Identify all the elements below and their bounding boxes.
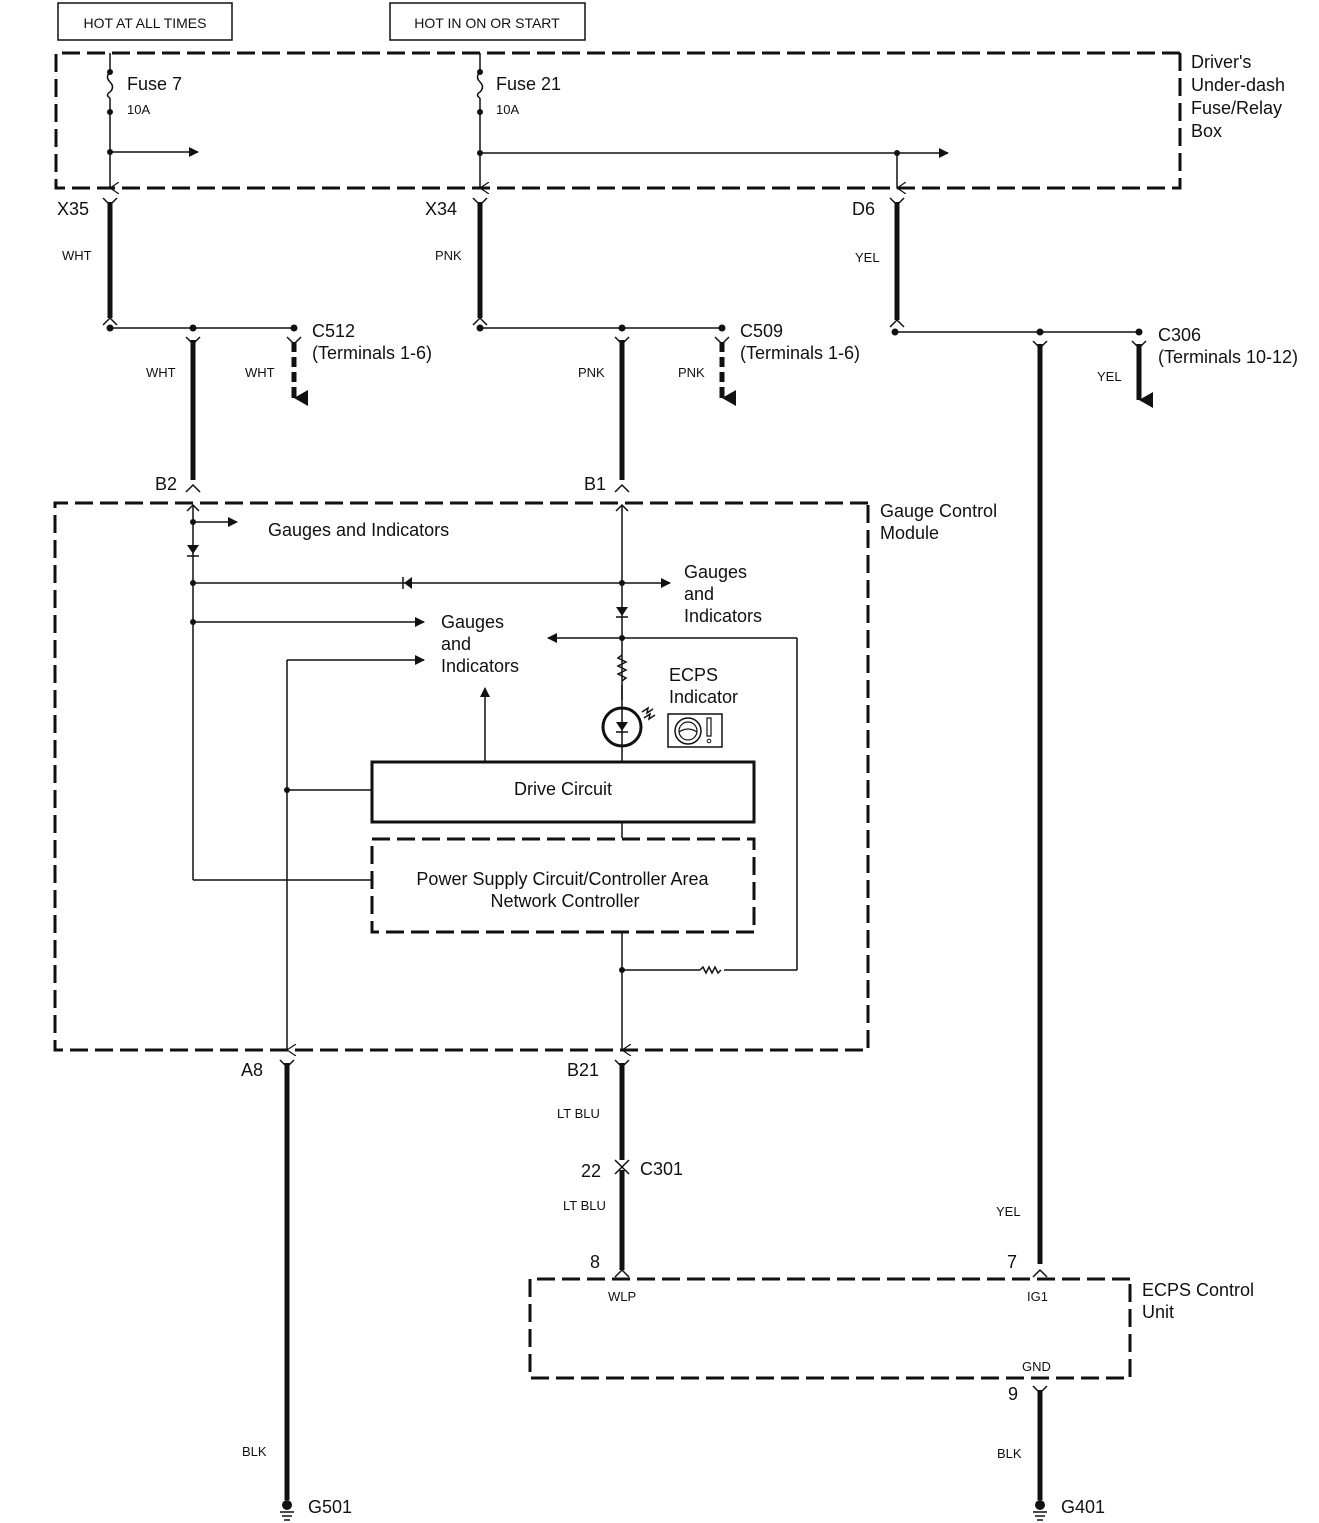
wire-color-a8: BLK	[242, 1444, 267, 1459]
ground-g401-label: G401	[1061, 1497, 1105, 1517]
pin-a8: A8	[241, 1060, 263, 1080]
fuse-21-symbol-icon	[476, 71, 484, 99]
junction-c512: C512 (Terminals 1-6) WHT WHT	[106, 321, 432, 480]
b2-internal-circuit: Gauges and Indicators	[186, 503, 622, 881]
wire-color-c509-main: PNK	[578, 365, 605, 380]
pin-ig1-connector	[1032, 1268, 1048, 1278]
fuse-21-name: Fuse 21	[496, 74, 561, 94]
junction-c509: C509 (Terminals 1-6) PNK PNK	[476, 321, 860, 480]
pin-b2: B2	[155, 474, 177, 494]
fuse-7-rating: 10A	[127, 102, 150, 117]
ecps-pin-wlp: WLP	[608, 1289, 636, 1304]
ecps-pin-gnd: GND	[1022, 1359, 1051, 1374]
ecps-unit-label: ECPS Control Unit	[1142, 1280, 1259, 1322]
pin-b1-connector	[614, 483, 630, 493]
ecps-indicator-label: ECPS Indicator	[669, 665, 738, 707]
hot-in-on-or-start-label: HOT IN ON OR START	[414, 15, 560, 31]
wire-a8-ground: A8 BLK G501	[241, 1059, 352, 1521]
a8-internal-circuit	[284, 655, 425, 1050]
ground-g501-icon	[282, 1500, 292, 1510]
ecps-pin-wlp-number: 8	[590, 1252, 600, 1272]
hot-at-all-times-box: HOT AT ALL TIMES	[57, 2, 233, 41]
power-supply-controller-box: Power Supply Circuit/Controller Area Net…	[370, 837, 756, 934]
terminal-x35: X35	[57, 199, 89, 219]
terminal-x34: X34	[425, 199, 457, 219]
power-supply-label: Power Supply Circuit/Controller Area Net…	[416, 869, 713, 911]
wire-color-ig1: YEL	[996, 1204, 1021, 1219]
wire-gnd-ground: 9 BLK G401	[997, 1384, 1105, 1521]
wire-x34: X34 PNK	[425, 197, 488, 326]
ground-g401-icon	[1035, 1500, 1045, 1510]
wire-b21-c301: B21 LT BLU 22 C301 LT BLU	[557, 1059, 683, 1278]
wire-color-c512-branch: WHT	[245, 365, 275, 380]
terminal-d6: D6	[852, 199, 875, 219]
wire-color-x34: PNK	[435, 248, 462, 263]
wire-color-gnd: BLK	[997, 1446, 1022, 1461]
wire-x35: X35 WHT	[57, 197, 118, 326]
pin-b1: B1	[584, 474, 606, 494]
connector-c306-detail: (Terminals 10-12)	[1158, 347, 1298, 367]
ecps-control-unit: ECPS Control Unit 8 7 WLP IG1 GND	[528, 1252, 1259, 1380]
diode-left-icon	[404, 577, 412, 589]
connector-c509-detail: (Terminals 1-6)	[740, 343, 860, 363]
connector-c509-name: C509	[740, 321, 783, 341]
resistor-b21-icon	[699, 965, 722, 975]
light-emission-icon	[641, 706, 656, 721]
wire-color-b21-upper: LT BLU	[557, 1106, 600, 1121]
ecps-pin-gnd-number: 9	[1008, 1384, 1018, 1404]
fuse-7-name: Fuse 7	[127, 74, 182, 94]
wire-d6: D6 YEL	[852, 197, 905, 328]
b21-internal-circuit	[619, 932, 797, 1050]
ground-g501-label: G501	[308, 1497, 352, 1517]
diode-b1-icon	[616, 607, 628, 616]
wire-color-b21-lower: LT BLU	[563, 1198, 606, 1213]
wire-color-c306-branch: YEL	[1097, 369, 1122, 384]
fuse-relay-box: Driver's Under-dash Fuse/Relay Box	[54, 51, 1290, 190]
fuse-21-rating: 10A	[496, 102, 519, 117]
c301-name: C301	[640, 1159, 683, 1179]
gauges-center-label: Gauges and Indicators	[441, 612, 519, 676]
pin-b21: B21	[567, 1060, 599, 1080]
junction-c306: C306 (Terminals 10-12) YEL	[891, 325, 1298, 1264]
pin-b2-connector	[185, 483, 201, 493]
fuse-7-symbol-icon	[106, 71, 114, 99]
fuse-21: Fuse 21 10A	[476, 53, 949, 188]
gauge-module-label: Gauge Control Module	[880, 501, 1002, 543]
ecps-pin-ig1-number: 7	[1007, 1252, 1017, 1272]
c301-pin: 22	[581, 1161, 601, 1181]
connector-c512-name: C512	[312, 321, 355, 341]
diode-icon	[187, 545, 199, 554]
resistor-icon	[616, 654, 628, 682]
connector-c306-name: C306	[1158, 325, 1201, 345]
gauge-control-module: Gauge Control Module	[53, 501, 1002, 1052]
drive-circuit-label: Drive Circuit	[514, 779, 612, 799]
fuse-7: Fuse 7 10A	[106, 53, 199, 188]
wire-color-d6: YEL	[855, 250, 880, 265]
gauges-top-label: Gauges and Indicators	[268, 520, 449, 540]
gauges-right-label: Gauges and Indicators	[684, 562, 762, 626]
b1-internal-circuit: Gauges and Indicators	[547, 503, 798, 970]
steering-warning-icon	[667, 713, 723, 748]
ecps-pin-ig1: IG1	[1027, 1289, 1048, 1304]
wire-color-x35: WHT	[62, 248, 92, 263]
wire-color-c512-main: WHT	[146, 365, 176, 380]
hot-in-on-or-start-box: HOT IN ON OR START	[389, 2, 586, 41]
drive-circuit-box: Drive Circuit	[370, 760, 756, 824]
connector-c512-detail: (Terminals 1-6)	[312, 343, 432, 363]
hot-at-all-times-label: HOT AT ALL TIMES	[84, 15, 207, 31]
fuse-box-label: Driver's Under-dash Fuse/Relay Box	[1191, 52, 1290, 141]
wire-color-c509-branch: PNK	[678, 365, 705, 380]
